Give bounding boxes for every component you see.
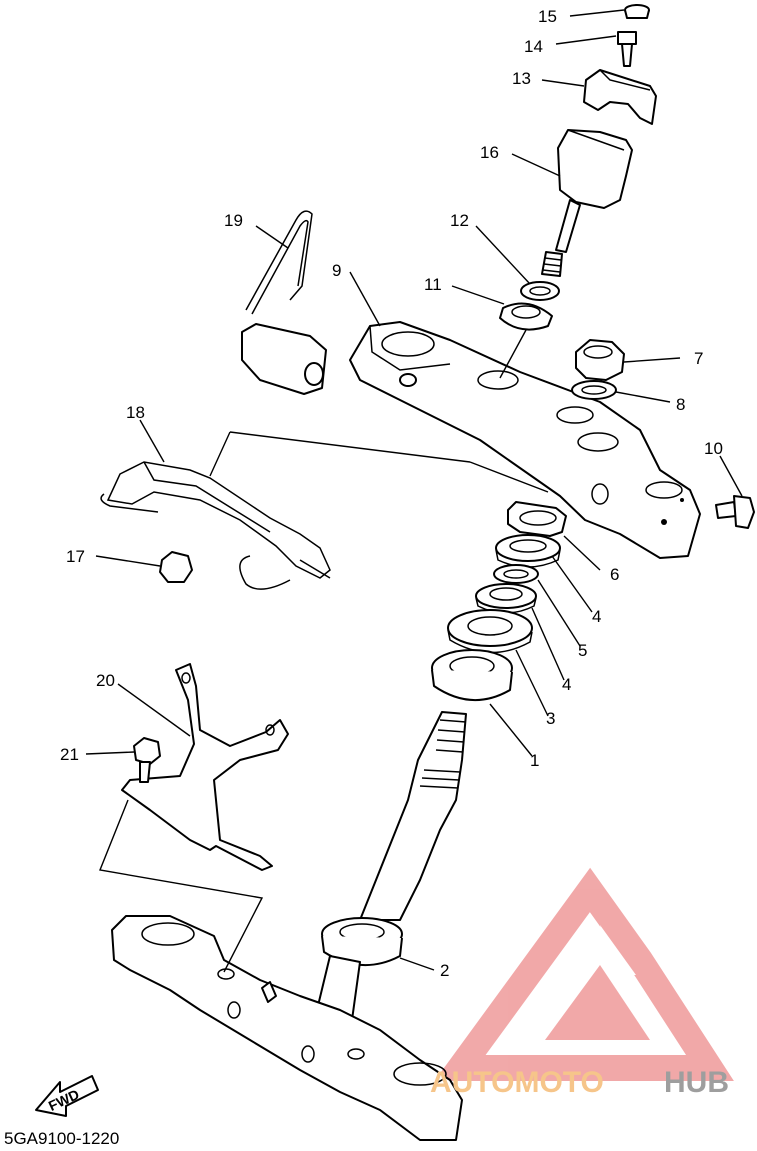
upper-bracket-9 <box>349 321 701 559</box>
washer-5 <box>493 564 539 584</box>
guide-line-bracket-11 <box>499 329 527 379</box>
callout-18: 18 <box>126 403 145 422</box>
bracket-9-fixing <box>399 373 417 387</box>
callout-3: 3 <box>546 709 555 728</box>
upper-holder-13 <box>583 69 657 125</box>
nut-7 <box>575 339 625 381</box>
callout-6: 6 <box>610 565 619 584</box>
washer-11 <box>499 302 553 331</box>
bolt-10 <box>715 495 755 529</box>
callout-16: 16 <box>480 143 499 162</box>
callout-1: 1 <box>530 751 539 770</box>
lower-bracket <box>111 915 463 1141</box>
bearing-1 <box>431 649 513 701</box>
guide-line-bracket-20 <box>99 799 264 973</box>
callout-5: 5 <box>578 641 587 660</box>
wire-bracket-18 <box>100 461 331 590</box>
callout-4-lower: 4 <box>562 675 571 694</box>
watermark-text-auto: AUTOMOTO <box>430 1066 604 1099</box>
bolt-14 <box>617 31 637 67</box>
lower-holder-16 <box>541 129 633 277</box>
steering-stem <box>359 711 467 921</box>
washer-8 <box>571 380 617 400</box>
bearing-cover-3 <box>447 609 533 654</box>
bolt-21 <box>133 737 161 783</box>
callout-13: 13 <box>512 69 531 88</box>
diagram-code: 5GA9100-1220 <box>4 1129 119 1146</box>
callout-11: 11 <box>424 275 442 294</box>
callout-2: 2 <box>440 961 449 980</box>
nut-17 <box>159 551 193 583</box>
callout-4-upper: 4 <box>592 607 601 626</box>
clamp-19 <box>241 210 327 395</box>
bracket-20 <box>121 663 289 871</box>
callout-8: 8 <box>676 395 685 414</box>
ring-nut-4-lower <box>475 583 537 614</box>
cap-15 <box>624 4 650 19</box>
watermark-text-hub: HUB <box>664 1066 729 1099</box>
leader-lines <box>85 9 743 971</box>
washer-12 <box>520 281 560 301</box>
callout-9: 9 <box>332 261 341 280</box>
callout-12: 12 <box>450 211 469 230</box>
fwd-arrow-icon: FWD <box>35 1075 99 1117</box>
callout-15: 15 <box>538 7 557 26</box>
callout-14: 14 <box>524 37 543 56</box>
ring-nut-6 <box>507 501 567 537</box>
callout-17: 17 <box>66 547 85 566</box>
callout-7: 7 <box>694 349 703 368</box>
callout-21: 21 <box>60 745 79 764</box>
callout-20: 20 <box>96 671 115 690</box>
callout-10: 10 <box>704 439 723 458</box>
ring-nut-4-upper <box>495 534 561 568</box>
callout-19: 19 <box>224 211 243 230</box>
watermark-logo <box>434 867 734 1081</box>
guide-line-bracket-18 <box>209 431 549 493</box>
callout-labels: 15 14 13 16 12 11 9 19 7 8 10 6 4 5 4 3 … <box>60 7 723 980</box>
